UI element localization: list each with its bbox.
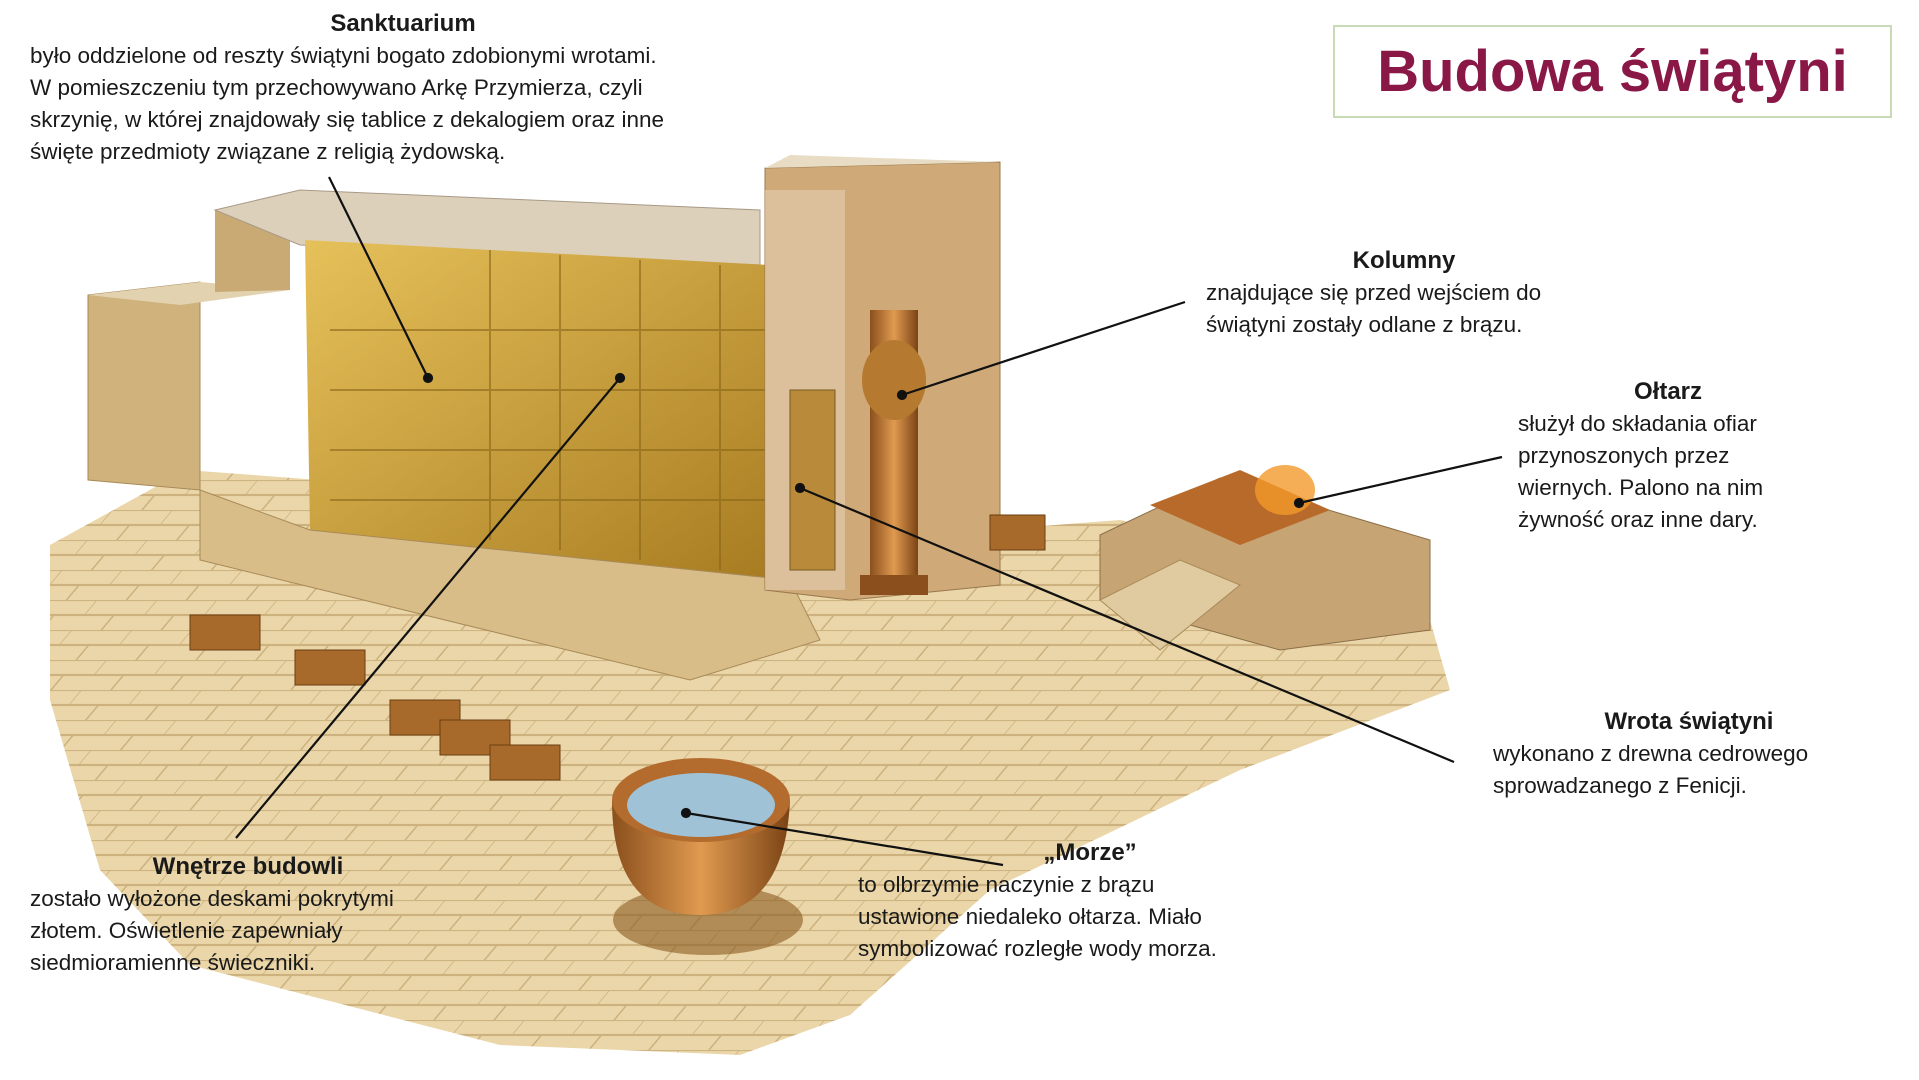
- leader-lines: [235, 176, 1503, 867]
- page-title: Budowa świątyni: [1377, 39, 1848, 104]
- bronze-carts: [189, 514, 1046, 781]
- label-body: służył do składania ofiar przynoszonych …: [1518, 411, 1764, 532]
- label-body: znajdujące się przed wejściem do świątyn…: [1206, 280, 1542, 337]
- label-heading: „Morze”: [1043, 839, 1137, 866]
- golden-interior: [305, 240, 790, 580]
- outer-wall: [87, 281, 201, 491]
- label-wrota: Wrota świątyni wykonano z drewna cedrowe…: [1493, 706, 1885, 802]
- label-wnetrze: Wnętrze budowli zostało wyłożone deskami…: [30, 851, 466, 979]
- label-body: zostało wyłożone deskami pokrytymi złote…: [30, 886, 394, 975]
- temple-gate: [789, 389, 836, 571]
- label-morze: „Morze” to olbrzymie naczynie z brązu us…: [858, 837, 1322, 965]
- label-kolumny: Kolumny znajdujące się przed wejściem do…: [1206, 245, 1602, 341]
- label-body: było oddzielone od reszty świątyni bogat…: [30, 43, 665, 164]
- label-heading: Ołtarz: [1633, 378, 1702, 405]
- label-heading: Wrota świątyni: [1604, 708, 1774, 735]
- courtyard-floor: [50, 470, 1450, 1055]
- label-sanktuarium: Sanktuarium było oddzielone od reszty św…: [30, 8, 776, 168]
- label-oltarz: Ołtarz służył do składania ofiar przynos…: [1518, 376, 1818, 536]
- label-heading: Sanktuarium: [330, 10, 476, 37]
- label-body: wykonano z drewna cedrowego sprowadzaneg…: [1493, 741, 1809, 798]
- label-body: to olbrzymie naczynie z brązu ustawione …: [858, 872, 1217, 961]
- label-heading: Kolumny: [1352, 247, 1456, 274]
- title-box: Budowa świątyni: [1333, 25, 1892, 118]
- label-heading: Wnętrze budowli: [152, 853, 344, 880]
